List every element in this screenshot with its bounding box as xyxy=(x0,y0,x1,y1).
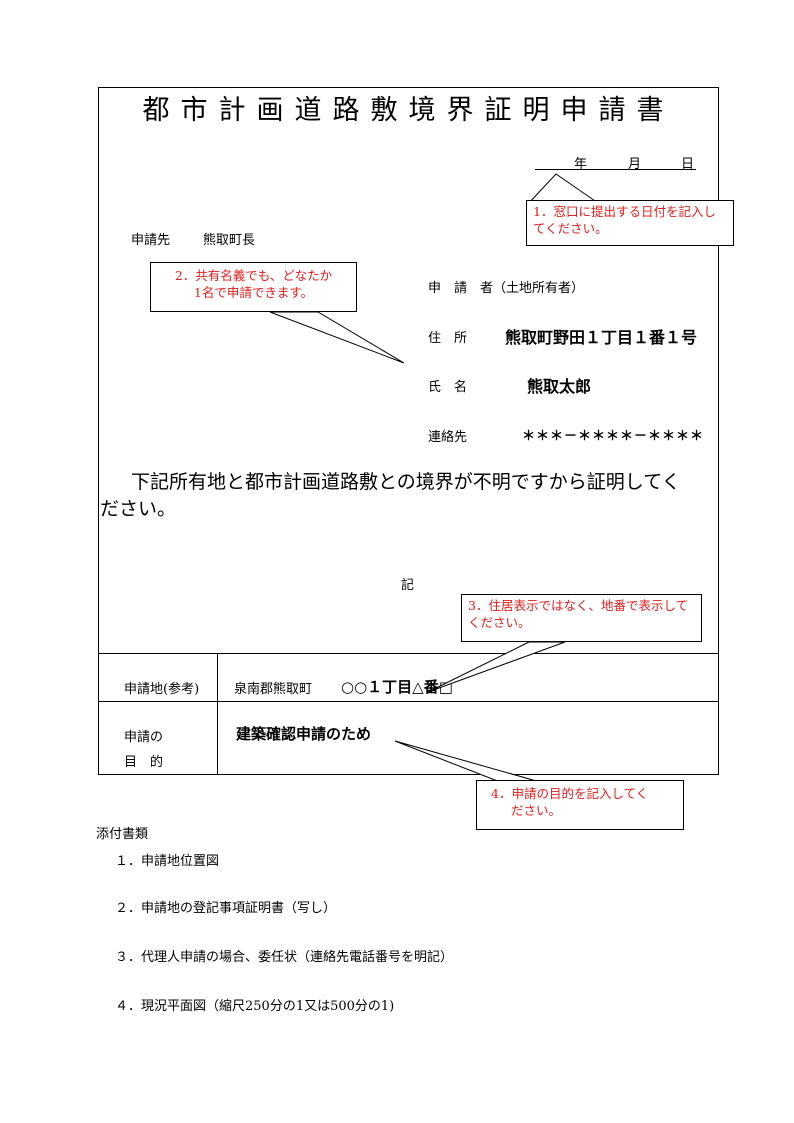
callout-2-pointer xyxy=(269,311,405,364)
attachment-item-2: ２．申請地の登記事項証明書（写し） xyxy=(115,901,337,916)
callout-4-pointer xyxy=(394,740,541,783)
callout-3-pointer xyxy=(427,641,566,693)
addressee-label: 申請先 xyxy=(131,233,171,248)
attachment-item-1: １．申請地位置図 xyxy=(115,854,220,869)
name-label: 氏 名 xyxy=(428,380,468,395)
address-label: 住 所 xyxy=(428,331,468,346)
statement-line-1: 下記所有地と都市計画道路敷との境界が不明ですから証明してく xyxy=(131,471,681,493)
callout-3-text: 3．住居表示ではなく、地番で表示してください。 xyxy=(468,598,689,630)
callout-2-line-1: 2．共有名義でも、どなたか xyxy=(174,268,333,283)
address-value: 熊取町野田１丁目１番１号 xyxy=(505,328,698,347)
table-middle-divider xyxy=(98,701,719,702)
purpose-value: 建築確認申請のため xyxy=(236,725,372,743)
date-underline xyxy=(535,169,696,170)
date-year: 年 xyxy=(574,157,588,172)
site-prefix: 泉南郡熊取町 xyxy=(234,682,313,697)
callout-1-text: 1．窓口に提出する日付を記入してください。 xyxy=(533,204,716,236)
date-day: 日 xyxy=(681,157,695,172)
callout-2-line-2: 1名で申請できます。 xyxy=(193,285,314,300)
callout-4: 4．申請の目的を記入してく ださい。 xyxy=(476,780,684,830)
date-month: 月 xyxy=(628,157,642,172)
page-title: 都市計画道路敷境界証明申請書 xyxy=(142,95,675,126)
site-label: 申請地(参考) xyxy=(124,682,200,697)
ki-label: 記 xyxy=(401,578,415,593)
name-value: 熊取太郎 xyxy=(527,377,592,396)
callout-2: 2．共有名義でも、どなたか 1名で申請できます。 xyxy=(150,262,357,312)
attachments-heading: 添付書類 xyxy=(96,827,149,842)
contact-value: ＊＊＊－＊＊＊＊－＊＊＊＊ xyxy=(522,429,705,444)
callout-3: 3．住居表示ではなく、地番で表示してください。 xyxy=(461,594,702,642)
addressee-value: 熊取町長 xyxy=(203,233,256,248)
callout-4-line-1: 4．申請の目的を記入してく xyxy=(491,786,649,801)
purpose-label-2: 目 的 xyxy=(124,755,164,770)
table-top-divider xyxy=(98,653,719,654)
site-value: ○○１丁目△番□ xyxy=(341,678,453,696)
purpose-label-1: 申請の xyxy=(124,730,164,745)
contact-label: 連絡先 xyxy=(428,430,468,445)
callout-1: 1．窓口に提出する日付を記入してください。 xyxy=(526,200,734,246)
attachment-item-4: ４．現況平面図（縮尺250分の1又は500分の1) xyxy=(115,999,395,1014)
statement-line-2: ださい。 xyxy=(100,498,177,520)
table-column-divider xyxy=(217,653,218,775)
callout-4-line-2: ださい。 xyxy=(511,803,562,818)
form-frame xyxy=(98,87,719,775)
attachment-item-3: ３．代理人申請の場合、委任状（連絡先電話番号を明記） xyxy=(115,950,454,965)
applicant-heading: 申 請 者（土地所有者） xyxy=(428,281,585,296)
